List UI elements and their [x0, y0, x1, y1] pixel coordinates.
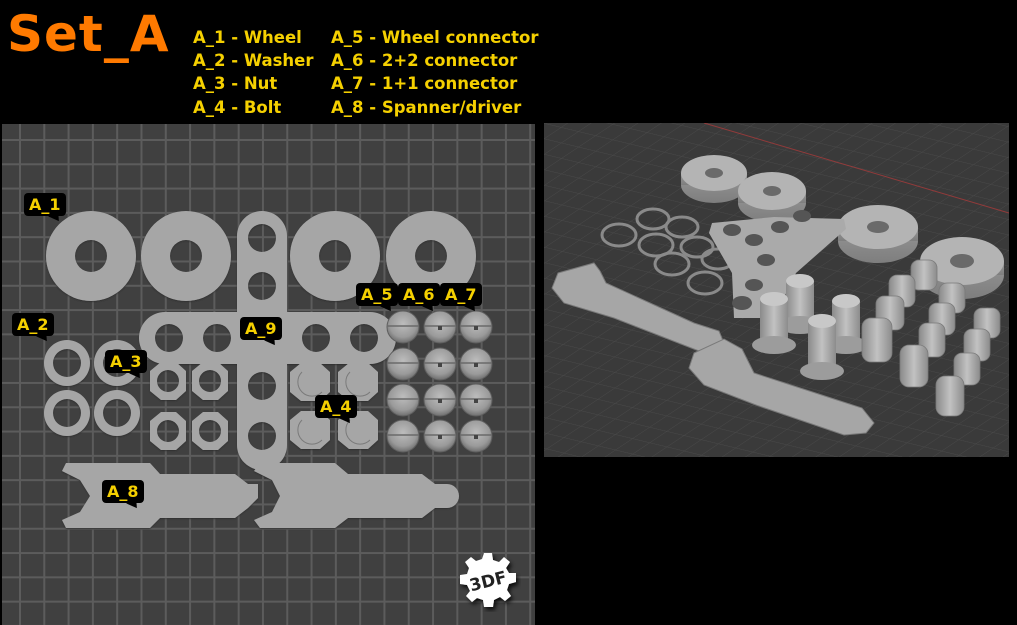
gear-icon: 3DF: [460, 553, 516, 607]
perspective-view-panel: [544, 123, 1009, 457]
connectors-3d: [861, 259, 1001, 417]
callout-a6: A_6: [398, 283, 440, 315]
spanner-part: [254, 463, 459, 528]
wheels-3d: [681, 155, 1004, 299]
legend-item-a2: A_2 - Washer: [193, 51, 314, 71]
callout-a9: A_9: [240, 317, 282, 349]
legend-item-a7: A_7 - 1+1 connector: [331, 74, 518, 94]
callout-a4: A_4: [315, 395, 357, 427]
nut-part: [150, 362, 228, 450]
cross-connector-part: [139, 211, 396, 470]
callout-a1: A_1: [24, 193, 66, 225]
callout-a8: A_8: [102, 480, 144, 512]
legend-item-a5: A_5 - Wheel connector: [331, 28, 539, 47]
legend-item-a6: A_6 - 2+2 connector: [331, 51, 518, 71]
legend-column-1: A_1 - Wheel A_2 - Washer A_3 - Nut A_4 -…: [193, 26, 313, 119]
legend-item-a8: A_8 - Spanner/driver: [331, 97, 522, 117]
legend-item-a3: A_3 - Nut: [193, 74, 278, 94]
callout-a5: A_5: [356, 283, 398, 315]
connector-grid: [386, 310, 493, 453]
legend-item-a4: A_4 - Bolt: [193, 97, 282, 117]
top-view-parts: [44, 211, 493, 528]
wheel-part: [46, 211, 476, 301]
set-title: Set_A: [7, 5, 170, 63]
x-axis-line: [703, 123, 1009, 214]
washers-nuts-3d: [600, 207, 736, 296]
callout-a7: A_7: [440, 283, 482, 315]
bolts-3d: [752, 274, 868, 380]
spanners-3d: [551, 262, 875, 436]
spanner-part: [62, 463, 258, 528]
bolt-part: [290, 363, 378, 449]
legend-column-2: A_5 - Wheel connector A_6 - 2+2 connecto…: [331, 26, 539, 119]
callout-a3: A_3: [105, 350, 147, 382]
callout-a2: A_2: [12, 313, 54, 345]
3df-logo: 3DF: [455, 550, 521, 612]
top-view-panel: [2, 124, 535, 625]
legend-item-a1: A_1 - Wheel: [193, 28, 302, 47]
perspective-render: [544, 123, 1009, 457]
cross-connector-3d: [709, 210, 846, 318]
